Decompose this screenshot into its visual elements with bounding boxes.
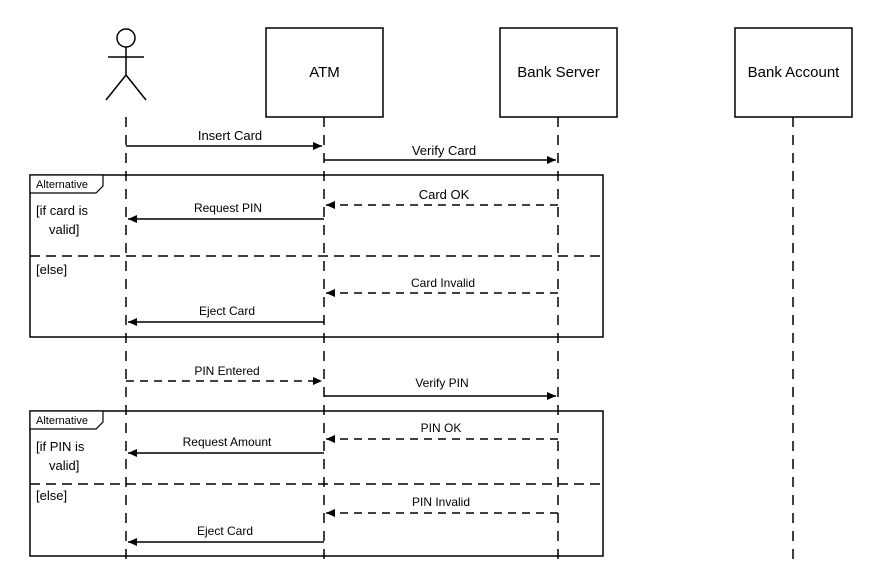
participant-bank-server: Bank Server (499, 27, 618, 118)
label-insert-card: Insert Card (198, 128, 262, 143)
message-pin-ok: PIN OK (326, 421, 558, 443)
label-request-amount: Request Amount (183, 435, 272, 449)
message-pin-entered: PIN Entered (126, 364, 322, 385)
label-card-ok: Card OK (419, 187, 470, 202)
guard-pin-valid-line1: [if PIN is (36, 439, 85, 454)
participant-atm-label: ATM (309, 64, 340, 81)
participant-atm-box (265, 27, 384, 118)
label-verify-card: Verify Card (412, 143, 476, 158)
guard-pin-valid-line2: valid] (49, 458, 79, 473)
message-insert-card: Insert Card (126, 128, 322, 150)
message-eject-card-2: Eject Card (128, 524, 324, 546)
label-pin-entered: PIN Entered (194, 364, 259, 378)
label-request-pin: Request PIN (194, 201, 262, 215)
message-pin-invalid: PIN Invalid (326, 495, 558, 517)
alt-tag-box-pin (29, 410, 104, 430)
participant-bank-account-label: Bank Account (748, 64, 841, 81)
actor-user (105, 28, 147, 101)
message-eject-card-1: Eject Card (128, 304, 324, 326)
guard-card-valid-line1: [if card is (36, 203, 89, 218)
label-card-invalid: Card Invalid (411, 276, 475, 290)
message-request-pin: Request PIN (128, 201, 324, 223)
label-pin-ok: PIN OK (421, 421, 462, 435)
alt-fragment-pin: Alternative [if PIN is valid] [else] (29, 410, 604, 557)
participant-bank-server-box (499, 27, 618, 118)
participant-atm: ATM (265, 27, 384, 118)
label-eject-card-2: Eject Card (197, 524, 253, 538)
label-pin-invalid: PIN Invalid (412, 495, 470, 509)
actor-leg-left (105, 74, 127, 101)
label-eject-card-1: Eject Card (199, 304, 255, 318)
participant-bank-server-label: Bank Server (517, 64, 600, 81)
message-verify-pin: Verify PIN (324, 376, 556, 400)
participant-bank-account: Bank Account (734, 27, 853, 118)
actor-leg-right (125, 74, 147, 101)
guard-card-else: [else] (36, 262, 67, 277)
guard-card-valid-line2: valid] (49, 222, 79, 237)
label-verify-pin: Verify PIN (415, 376, 468, 390)
message-request-amount: Request Amount (128, 435, 324, 457)
participant-bank-account-box (734, 27, 853, 118)
message-card-ok: Card OK (326, 187, 558, 209)
message-card-invalid: Card Invalid (326, 276, 558, 297)
message-verify-card: Verify Card (324, 143, 556, 164)
alt-fragment-card: Alternative [if card is valid] [else] (29, 174, 604, 338)
alt-tag-pin: Alternative (36, 415, 88, 427)
alt-tag-card: Alternative (36, 179, 88, 191)
alt-tag-box-card (29, 174, 104, 194)
guard-pin-else: [else] (36, 488, 67, 503)
actor-head (116, 28, 136, 48)
